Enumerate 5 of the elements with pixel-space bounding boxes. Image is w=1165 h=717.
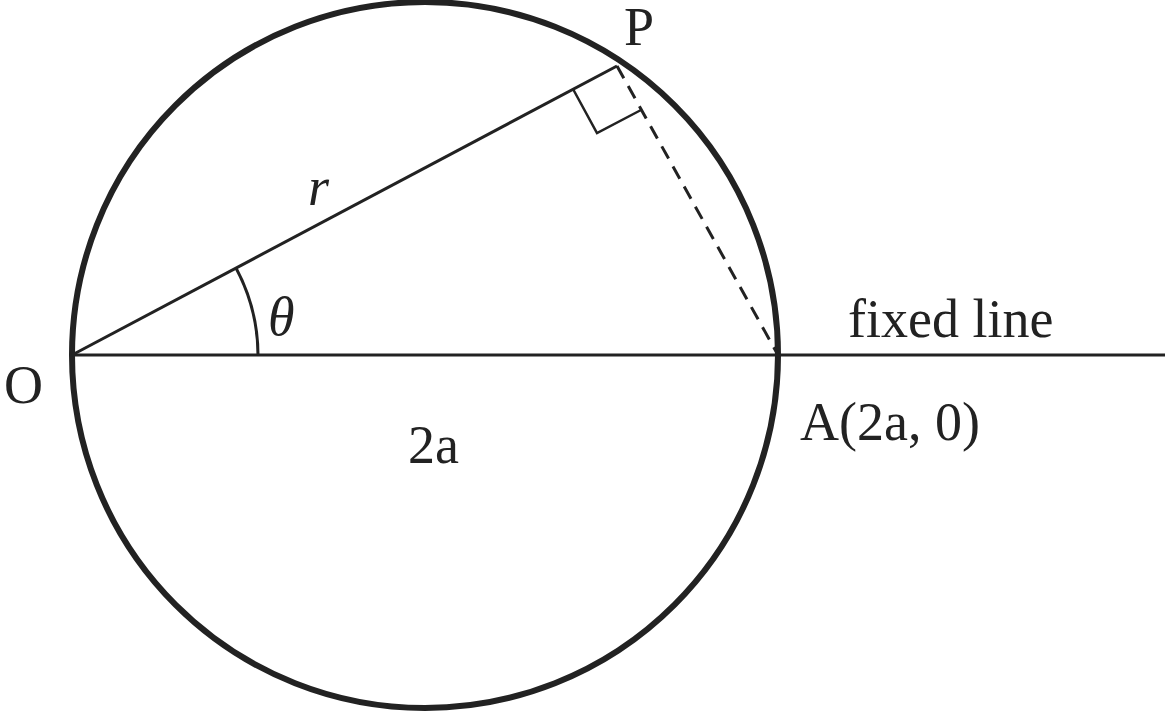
point-label: O bbox=[4, 358, 43, 412]
point-label: P bbox=[624, 0, 655, 54]
line-segment bbox=[72, 353, 778, 357]
angle-label: θ bbox=[268, 290, 295, 344]
line-segment bbox=[778, 353, 1165, 357]
